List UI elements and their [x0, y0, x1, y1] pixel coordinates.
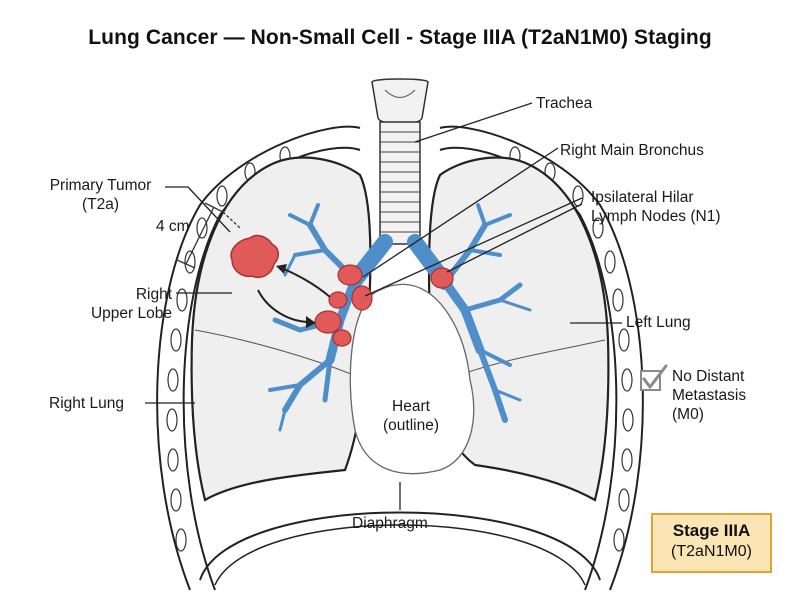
- label-rul-line1: Right: [135, 286, 172, 303]
- hilar-lymph-nodes: [314, 264, 454, 347]
- ribcage: [156, 125, 644, 591]
- label-heart-line1: Heart: [392, 398, 430, 415]
- label-no-distant-metastasis: No Distant Metastasis (M0): [672, 367, 746, 424]
- leader-lines: [145, 102, 622, 510]
- label-left-lung: Left Lung: [626, 314, 691, 331]
- label-heart: Heart (outline): [366, 397, 456, 435]
- label-primary-tumor-line1: Primary Tumor: [49, 177, 152, 194]
- stage-summary-line2: (T2aN1M0): [671, 543, 752, 560]
- label-trachea: Trachea: [536, 95, 593, 112]
- tumor-size-dimension: [176, 202, 241, 269]
- heart-outline: [349, 283, 475, 475]
- checkbox-check-icon: [640, 364, 668, 391]
- label-hilar-line2: Lymph Nodes (N1): [591, 208, 721, 225]
- diaphragm-shape: [199, 511, 601, 581]
- label-primary-tumor: Primary Tumor (T2a): [38, 176, 163, 214]
- label-right-main-bronchus: Right Main Bronchus: [560, 142, 704, 159]
- label-primary-tumor-line2: (T2a): [81, 196, 120, 213]
- larynx: [371, 78, 429, 125]
- right-lung-shape: [190, 156, 372, 502]
- label-right-lung: Right Lung: [49, 395, 124, 412]
- trachea-shape: [379, 121, 421, 245]
- label-diaphragm: Diaphragm: [352, 515, 428, 532]
- label-tumor-size: 4 cm: [156, 218, 190, 235]
- label-hilar-line1: Ipsilateral Hilar: [591, 189, 694, 206]
- stage-summary-box: Stage IIIA (T2aN1M0): [651, 513, 772, 573]
- label-right-upper-lobe: Right Upper Lobe: [44, 285, 172, 323]
- label-rul-line2: Upper Lobe: [90, 305, 172, 322]
- label-metastasis-line3: (M0): [672, 406, 704, 423]
- label-hilar-lymph-nodes: Ipsilateral Hilar Lymph Nodes (N1): [591, 188, 721, 226]
- label-metastasis-line1: No Distant: [672, 368, 745, 385]
- label-heart-line2: (outline): [383, 417, 439, 434]
- label-metastasis-line2: Metastasis: [672, 387, 747, 404]
- stage-summary-line1: Stage IIIA: [672, 521, 751, 540]
- primary-tumor: [230, 234, 279, 278]
- diagram-title: Lung Cancer — Non-Small Cell - Stage III…: [88, 26, 712, 49]
